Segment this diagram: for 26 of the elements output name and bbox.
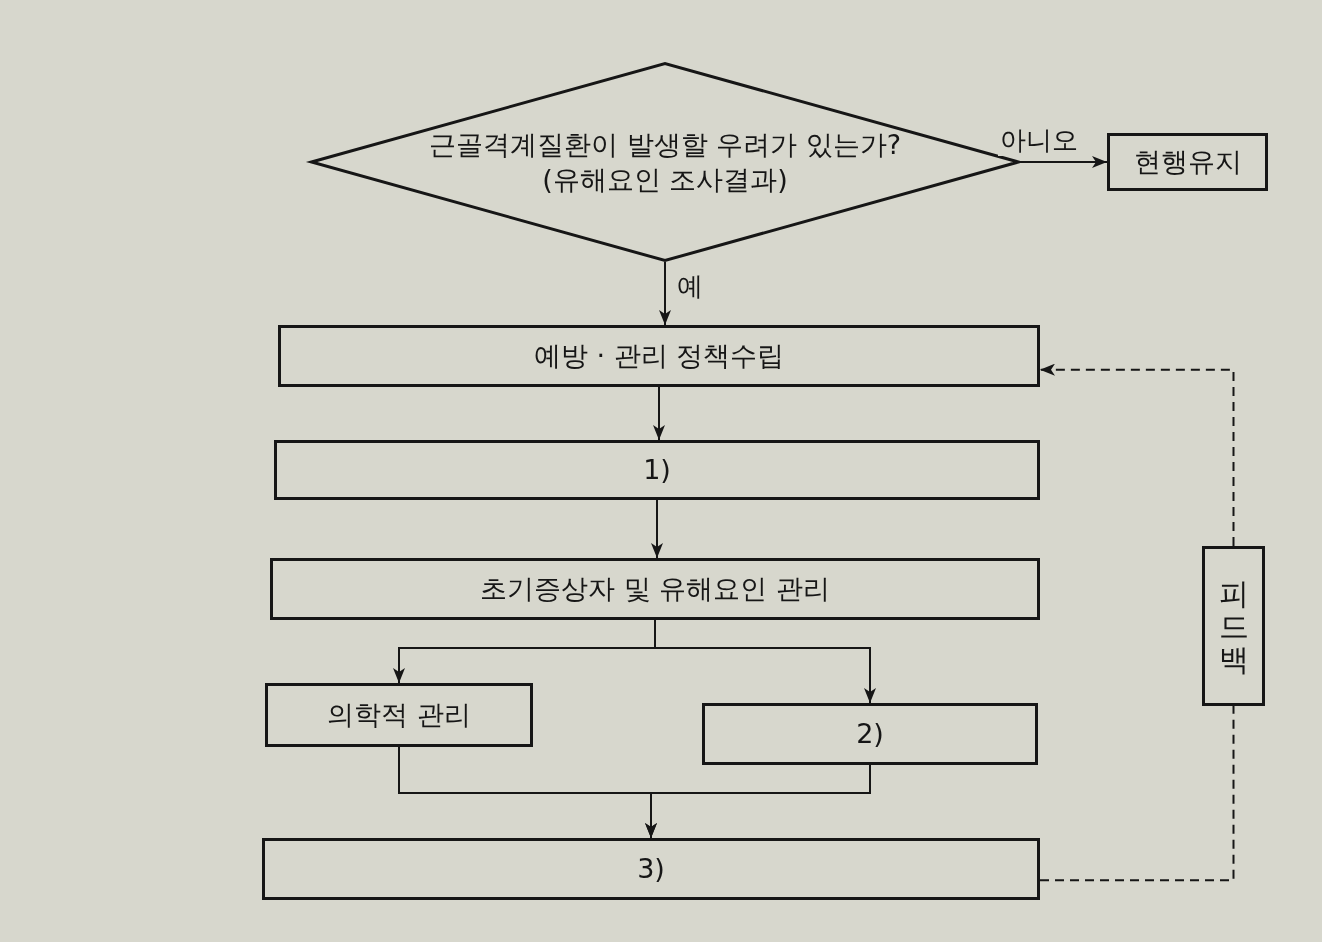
- process-box: [265, 683, 533, 747]
- question-text: (유해요인 조사결과): [542, 163, 788, 197]
- process-box: [278, 325, 1040, 387]
- arrow: [659, 261, 671, 326]
- arrow: [645, 764, 871, 839]
- step-text: 예방 · 관리 정책수립: [533, 339, 785, 374]
- step-text: 2): [856, 717, 884, 752]
- step-text: 1): [643, 453, 671, 488]
- arrow: [653, 386, 665, 441]
- process-box: [702, 703, 1038, 765]
- process-box: [262, 838, 1040, 900]
- step-text: 의학적 관리: [327, 698, 471, 733]
- process-box: [270, 558, 1040, 620]
- arrow: [1019, 156, 1108, 168]
- question-text: 근골격계질환이 발생할 우려가 있는가?: [428, 127, 902, 162]
- feedback-box: [1202, 546, 1265, 706]
- arrow: [651, 499, 663, 559]
- vertical-text: 피드백: [1218, 576, 1249, 676]
- step-text: 현행유지: [1133, 145, 1242, 180]
- arrow: [654, 619, 876, 704]
- process-box: [1107, 133, 1268, 191]
- edge-label: 아니오: [998, 126, 1080, 156]
- step-text: 3): [637, 852, 665, 887]
- dashed-arrow: [1039, 363, 1235, 547]
- process-box: [274, 440, 1040, 500]
- step-text: 초기증상자 및 유해요인 관리: [480, 572, 830, 607]
